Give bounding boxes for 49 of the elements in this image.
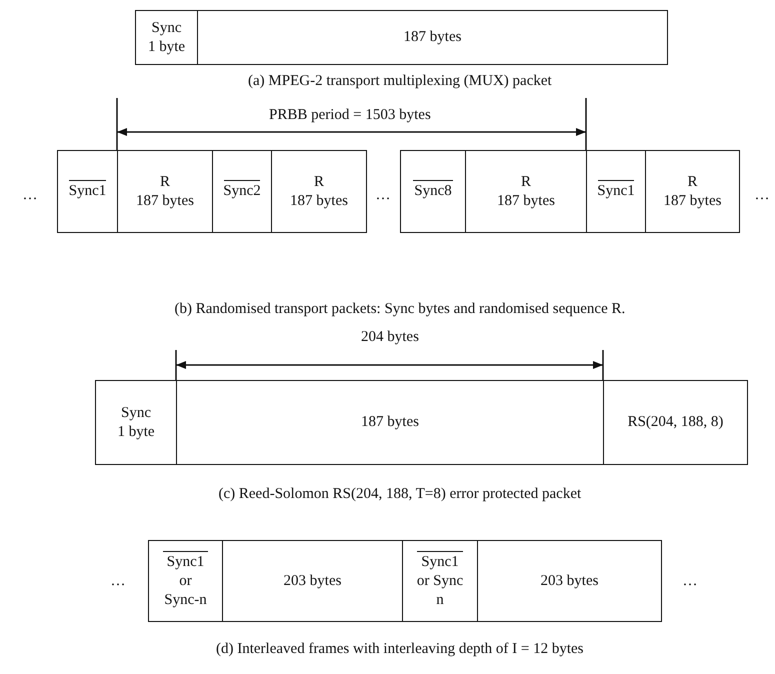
field-text: 203 bytes xyxy=(540,572,598,590)
field-text: R xyxy=(687,172,698,192)
packet-field xyxy=(222,540,403,622)
ellipsis: … xyxy=(22,186,38,204)
field-text: Sync8 xyxy=(414,182,452,201)
packet-field xyxy=(135,10,198,65)
field-text: R xyxy=(520,172,531,192)
field-text: Sync 1 byte xyxy=(116,404,156,442)
field-text: Sync1 or Sync n xyxy=(416,552,464,610)
packet-field xyxy=(212,150,272,233)
ellipsis: … xyxy=(754,186,770,204)
packet-field xyxy=(197,10,668,65)
field-text: Sync 1 byte xyxy=(146,18,186,56)
field-text: 187 bytes xyxy=(664,192,722,210)
packet-field xyxy=(176,380,604,465)
packet-field xyxy=(117,150,213,233)
caption: (a) MPEG-2 transport multiplexing (MUX) packet xyxy=(248,72,552,90)
caption: (d) Interleaved frames with interleaving depth of I = 12 bytes xyxy=(216,640,584,658)
field-text: 187 bytes xyxy=(404,28,462,47)
field-text: 203 bytes xyxy=(284,572,342,590)
caption: (b) Randomised transport packets: Sync bytes and randomised sequence R. xyxy=(174,300,626,318)
dimension-label: 204 bytes xyxy=(361,328,419,346)
packet-field xyxy=(57,150,118,233)
dimension-label: PRBB period = 1503 bytes xyxy=(269,106,431,124)
packet-field xyxy=(645,150,740,233)
packet-field xyxy=(586,150,646,233)
packet-field xyxy=(271,150,367,233)
ellipsis: … xyxy=(376,186,390,204)
field-text: R xyxy=(314,172,324,192)
ellipsis: … xyxy=(682,572,698,590)
field-text: 187 bytes xyxy=(290,192,348,210)
packet-field xyxy=(148,540,223,622)
field-text: Sync1 xyxy=(597,182,635,201)
field-text: Sync2 xyxy=(223,182,261,201)
field-text: R xyxy=(160,172,170,192)
packet-field xyxy=(402,540,478,622)
field-text: 187 bytes xyxy=(136,192,194,210)
packet-field xyxy=(465,150,587,233)
caption: (c) Reed-Solomon RS(204, 188, T=8) error protected packet xyxy=(218,485,582,503)
field-text: 187 bytes xyxy=(497,192,555,210)
ellipsis: … xyxy=(110,572,126,590)
packet-field xyxy=(95,380,177,465)
packet-field xyxy=(603,380,748,465)
packet-field xyxy=(400,150,466,233)
field-text: RS(204, 188, 8) xyxy=(628,413,724,432)
packet-field xyxy=(477,540,662,622)
field-text: Sync1 xyxy=(68,182,106,201)
field-text: 187 bytes xyxy=(361,413,419,432)
field-text: Sync1 or Sync-n xyxy=(163,552,208,610)
